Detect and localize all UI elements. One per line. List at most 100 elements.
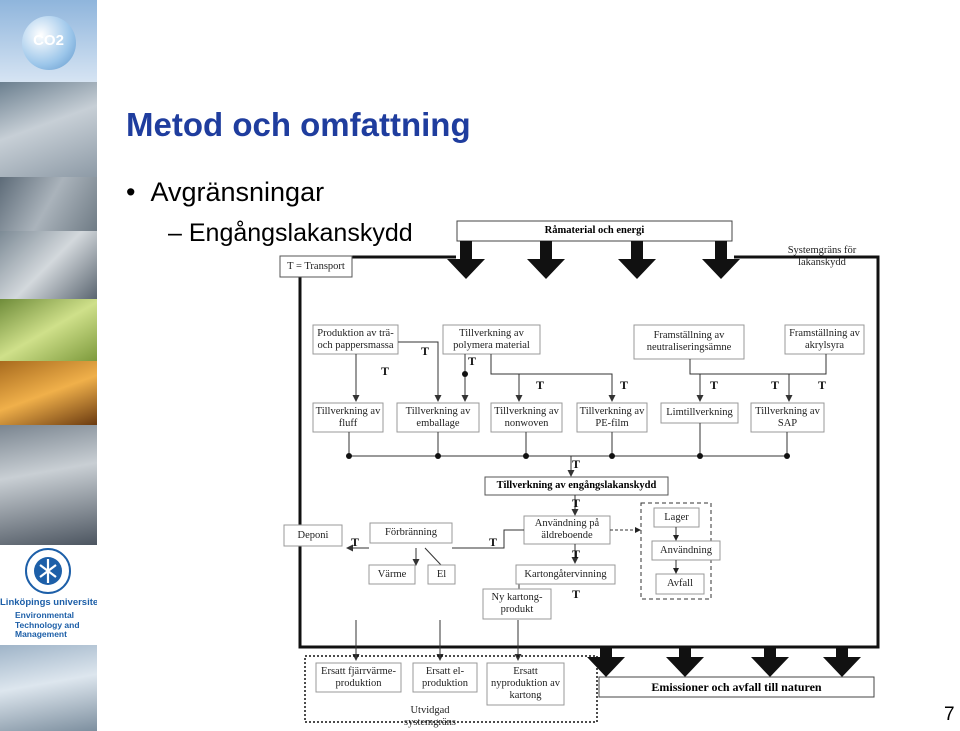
transport-mark: T [619,378,628,392]
row1-label-pappersmassa: Produktion av trä- och pappersmassa [317,327,394,351]
transport-mark: T [817,378,826,392]
aldreboende-label: Användning på äldreboende [534,518,600,541]
raw-material-label: Råmaterial och energi [544,225,645,236]
metal-photo [0,425,97,545]
bubble-icon [22,16,76,70]
collector-bus [348,423,788,477]
extended-boundary-label: Utvidgad systemgräns [404,705,456,728]
transport-mark: T [571,587,580,601]
bullet-avgransningar: • Avgränsningar [126,177,324,208]
transport-mark: T [488,535,497,549]
input-arrow [618,241,656,279]
ny-kartong-label: Ny kartong-produkt [491,592,543,615]
row2-label-nonwoven: Tillverkning av nonwoven [494,405,559,429]
co2-label: CO2 [33,32,64,49]
box-akrylsyra [784,324,865,355]
row1-links [352,341,827,402]
link-line [689,359,789,375]
bullet-1-text: Avgränsningar [150,177,325,207]
input-arrows [447,241,740,279]
waste-links [346,529,579,596]
row1-label-polymera: Tillverkning av polymera material [453,327,530,351]
varme-label: Värme [377,568,407,580]
box-fluff [312,402,384,433]
workshop-photo [0,231,97,299]
box-ersatt-fjarrvarme [315,662,402,693]
forbranning-label: Förbränning [385,527,437,538]
anvandning-label: Användning [660,544,712,556]
avfall-label: Avfall [666,578,694,589]
box-avfall [655,573,705,595]
box-main-process [484,476,669,496]
el-label: El [436,568,447,580]
junction-dot [346,453,352,459]
lager-label: Lager [664,511,689,523]
link-line [789,354,827,375]
emission-arrows [587,647,861,677]
junction-dot [609,453,615,459]
bullet-dot: • [126,177,151,207]
glass-photo [0,299,97,361]
deponi-label: Deponi [297,529,329,541]
dash-mark: – [168,219,189,247]
ersatt-kartong-label: Ersatt nyproduktion av kartong [490,666,561,701]
waste-line [424,547,442,566]
input-arrow [702,241,740,279]
raw-material-box [456,220,733,242]
meeting-photo [0,177,97,231]
kartongatervinning-label: Kartongåtervinning [524,568,607,580]
transport-mark: T [420,344,429,358]
ersatt-fjarrvarme-label: Ersatt fjärrvärme-produktion [321,665,396,689]
transport-mark: T [709,378,718,392]
extended-links [352,620,522,661]
liu-logo-icon [25,548,71,594]
box-deponi [283,524,343,547]
department-name: Environmental Technology and Management [15,610,80,639]
transport-mark: T [571,496,580,510]
bullet-2-text: Engångslakanskydd [188,219,413,247]
university-logo: Linköpings universitet Environmental Tec… [0,545,97,645]
waste-line [452,529,524,549]
box-kartongatervinning [515,564,616,585]
input-arrow [527,241,565,279]
junction-dot [435,453,441,459]
emission-arrow [823,647,861,677]
box-emissions [598,676,875,698]
solar-photo [0,645,97,731]
row1-label-akrylsyra: Framställning av akrylsyra [789,327,860,351]
junction-dot [523,453,529,459]
bus-dots [346,453,790,459]
extended-boundary-frame [304,655,598,723]
junction-dot [462,371,468,377]
box-sap [750,402,825,433]
link-line [490,354,616,402]
transport-mark: T [571,547,580,561]
flame-photo [0,361,97,425]
transport-mark: T [350,535,359,549]
emissions-label: Emissioner och avfall till naturen [651,680,822,694]
ersatt-el-label: Ersatt el-produktion [421,665,469,689]
row2-label-pe-film: Tillverkning av PE-film [579,405,645,429]
row2-label-sap: Tillverkning av SAP [755,405,820,429]
box-neutraliseringsamne [633,324,745,360]
link-line [398,341,442,402]
row1-label-neutraliseringsamne: Framställning av neutraliseringsämne [646,330,732,353]
main-process-label: Tillverkning av engångslakanskydd [496,480,657,491]
row2-label-emballage: Tillverkning av emballage [405,405,471,429]
box-pe-film [576,402,648,433]
transport-legend-label: T = Transport [287,260,345,272]
lab-photo [0,82,97,177]
transport-mark: T [380,364,389,378]
row2-label-fluff: Tillverkning av fluff [315,405,381,429]
input-arrow [447,241,485,279]
emission-arrow [751,647,789,677]
dashed-group [640,502,712,600]
transport-mark: T [467,354,476,368]
transport-legend-box [279,255,353,278]
box-anvandning [651,540,721,561]
box-varme [368,564,416,585]
co2-photo: CO2 [0,0,97,82]
bullet-engangslakanskydd: – Engångslakanskydd [168,219,413,248]
box-el [427,564,456,585]
